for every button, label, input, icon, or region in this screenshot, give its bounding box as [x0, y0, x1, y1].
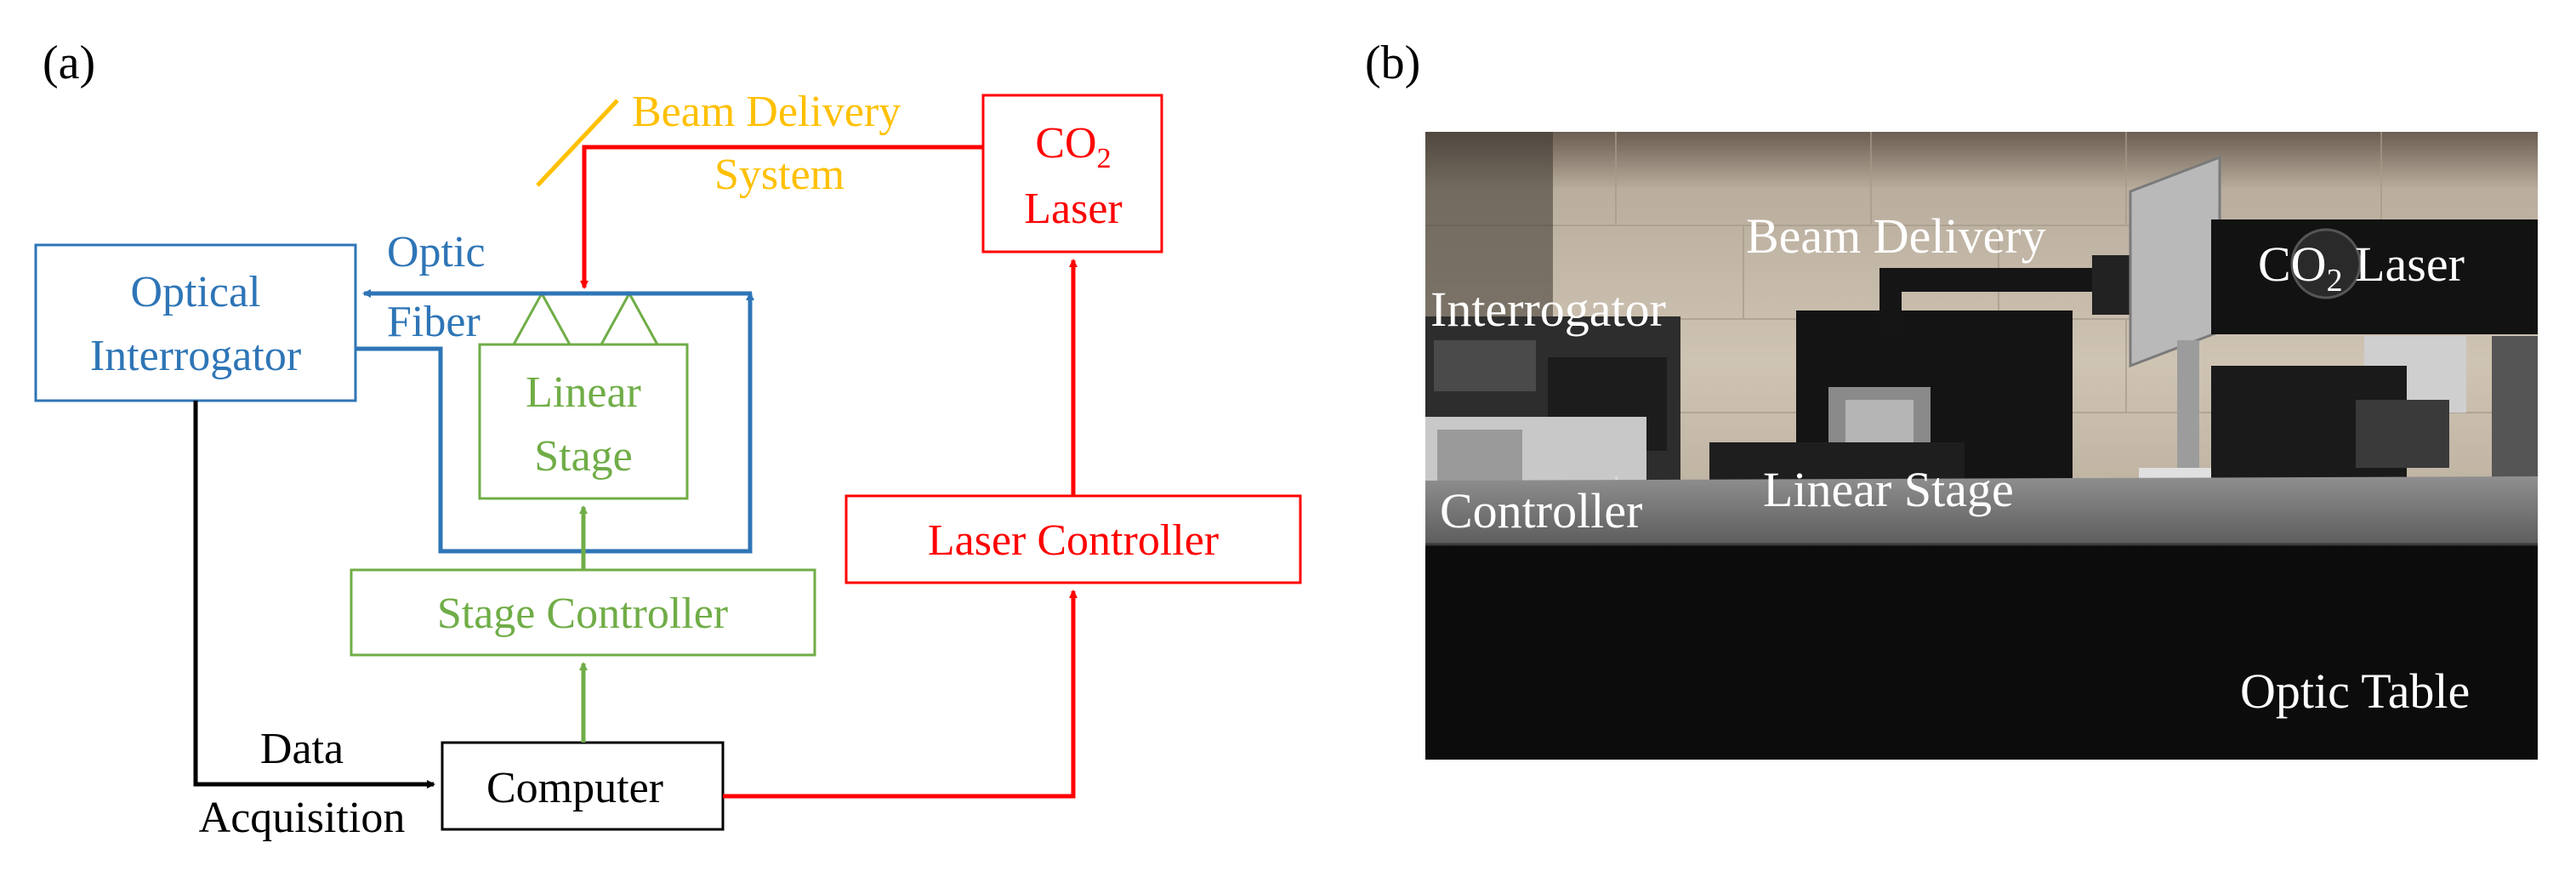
co2-laser-box: CO2 Laser [981, 94, 1163, 253]
photo-label-co2-subscript: 2 [2327, 263, 2343, 299]
laser-controller-text: Laser Controller [928, 516, 1219, 565]
photo-label-co2-co: CO [2258, 236, 2327, 292]
optic-fiber-label-line1: Optic [387, 228, 486, 276]
co2-laser-subscript: 2 [1097, 143, 1112, 174]
computer-text: Computer [486, 764, 663, 812]
panel-a-label: (a) [43, 37, 95, 89]
photo-label-optic-table: Optic Table [2240, 663, 2470, 719]
optic-fiber-label-line2: Fiber [387, 298, 481, 346]
optical-interrogator-box: Optical Interrogator [34, 243, 357, 402]
panel-b-label: (b) [1365, 37, 1420, 89]
photo-label-interrogator: Interrogator [1430, 282, 1666, 337]
data-acquisition-arrow [193, 401, 435, 789]
linear-stage-line2: Stage [534, 432, 633, 481]
co2-laser-co: CO [1035, 119, 1096, 168]
photo-label-beam-delivery: Beam Delivery [1746, 208, 2046, 264]
photo-label-co2-laser-word: Laser [2343, 236, 2465, 292]
co2-laser-line1: CO2 [1035, 119, 1111, 174]
stage-controller-box: Stage Controller [350, 568, 816, 657]
data-acquisition-label-line2: Acquisition [199, 794, 406, 842]
optical-interrogator-line2: Interrogator [90, 332, 301, 380]
lab-setup-photo: Beam Delivery CO2 Laser Interrogator Con… [1425, 132, 2538, 760]
computer-box: Computer [441, 741, 725, 831]
optical-interrogator-line1: Optical [130, 268, 260, 316]
co2-laser-line2: Laser [1024, 185, 1122, 233]
beam-path-line [580, 145, 983, 289]
linear-stage-line1: Linear [526, 368, 641, 417]
computer-to-laser-controller-arrow [723, 589, 1078, 799]
photo-label-linear-stage: Linear Stage [1763, 462, 2014, 517]
photo-label-controller: Controller [1440, 483, 1642, 538]
fiber-mount-triangle-1 [512, 290, 571, 345]
photo-label-co2-laser: CO2 Laser [2258, 236, 2465, 299]
fiber-mount-triangle-2 [600, 290, 659, 345]
laser-controller-box: Laser Controller [844, 494, 1302, 584]
beam-delivery-mirror [536, 99, 619, 187]
optic-fiber-loop-line [355, 292, 754, 554]
stage-controller-text: Stage Controller [437, 589, 728, 638]
beam-delivery-label-line1: Beam Delivery [632, 88, 901, 136]
data-acquisition-label-line1: Data [260, 725, 344, 773]
beam-delivery-label-line2: System [714, 151, 844, 199]
linear-stage-box: Linear Stage [478, 343, 689, 500]
